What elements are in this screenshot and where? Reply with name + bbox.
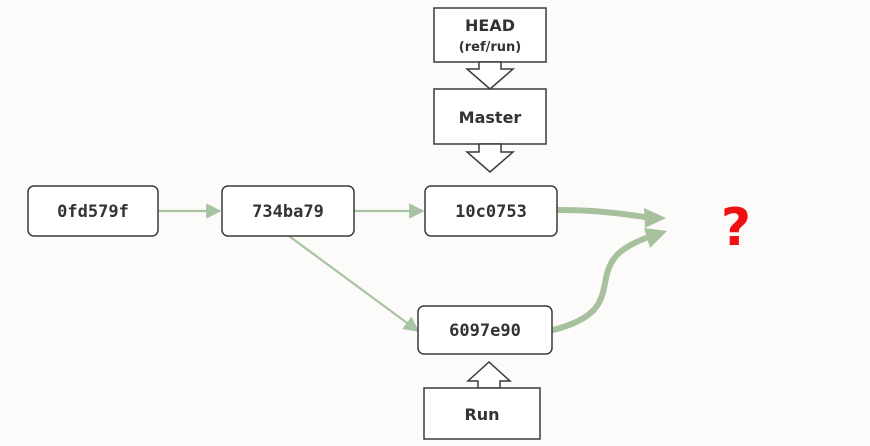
run-ref: Run <box>423 387 541 440</box>
pointer-run-to-commit <box>466 360 512 389</box>
run-ref-label: Run <box>464 405 499 424</box>
pointer-head-to-master <box>464 61 516 90</box>
master-ref-label: Master <box>459 108 522 127</box>
commit-node: 10c0753 <box>424 185 558 237</box>
commit-hash: 6097e90 <box>449 321 521 341</box>
commit-hash: 10c0753 <box>455 202 527 222</box>
head-ref-sublabel: (ref/run) <box>459 40 521 55</box>
commit-hash: 0fd579f <box>57 202 129 222</box>
arrowhead-c4-unknown <box>644 228 667 248</box>
pointer-master-to-commit <box>464 143 516 173</box>
unknown-merge-marker: ? <box>721 198 751 258</box>
master-ref: Master <box>433 88 547 145</box>
commit-node: 734ba79 <box>221 185 355 237</box>
commit-node: 6097e90 <box>417 305 553 355</box>
arrowhead-c3-unknown <box>644 208 666 228</box>
head-ref-label: HEAD <box>465 16 515 35</box>
commit-hash: 734ba79 <box>252 202 324 222</box>
edge-c3-unknown <box>554 207 648 220</box>
edge-c4-unknown <box>550 235 649 333</box>
edge-c2-c4 <box>288 235 420 332</box>
commit-node: 0fd579f <box>27 185 159 237</box>
head-ref: HEAD (ref/run) <box>433 7 547 63</box>
